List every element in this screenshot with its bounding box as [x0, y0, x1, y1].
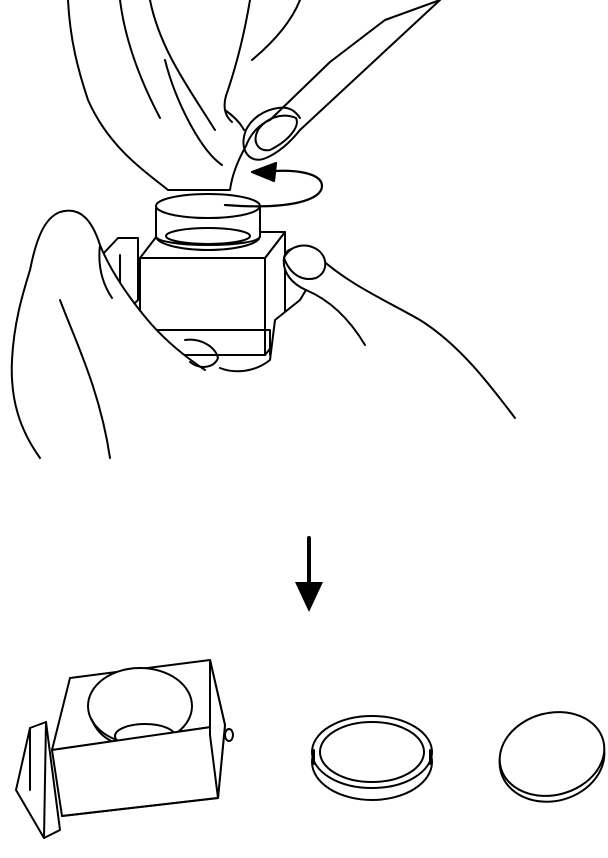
upper-hand-outline	[68, 0, 440, 190]
ring-inner	[320, 722, 424, 782]
disc-face	[490, 701, 608, 808]
holder-side-tab	[16, 722, 60, 838]
retaining-ring	[312, 716, 432, 800]
down-arrow-icon	[295, 538, 323, 612]
window-disc	[490, 701, 608, 814]
holder-knob	[225, 729, 233, 741]
rotation-arrowhead	[252, 163, 276, 181]
cap	[156, 194, 260, 250]
upper-hand	[68, 0, 440, 190]
cell-holder	[16, 660, 233, 838]
down-arrow-head	[295, 582, 323, 612]
step-result	[16, 660, 608, 838]
step-disassemble	[12, 0, 515, 458]
